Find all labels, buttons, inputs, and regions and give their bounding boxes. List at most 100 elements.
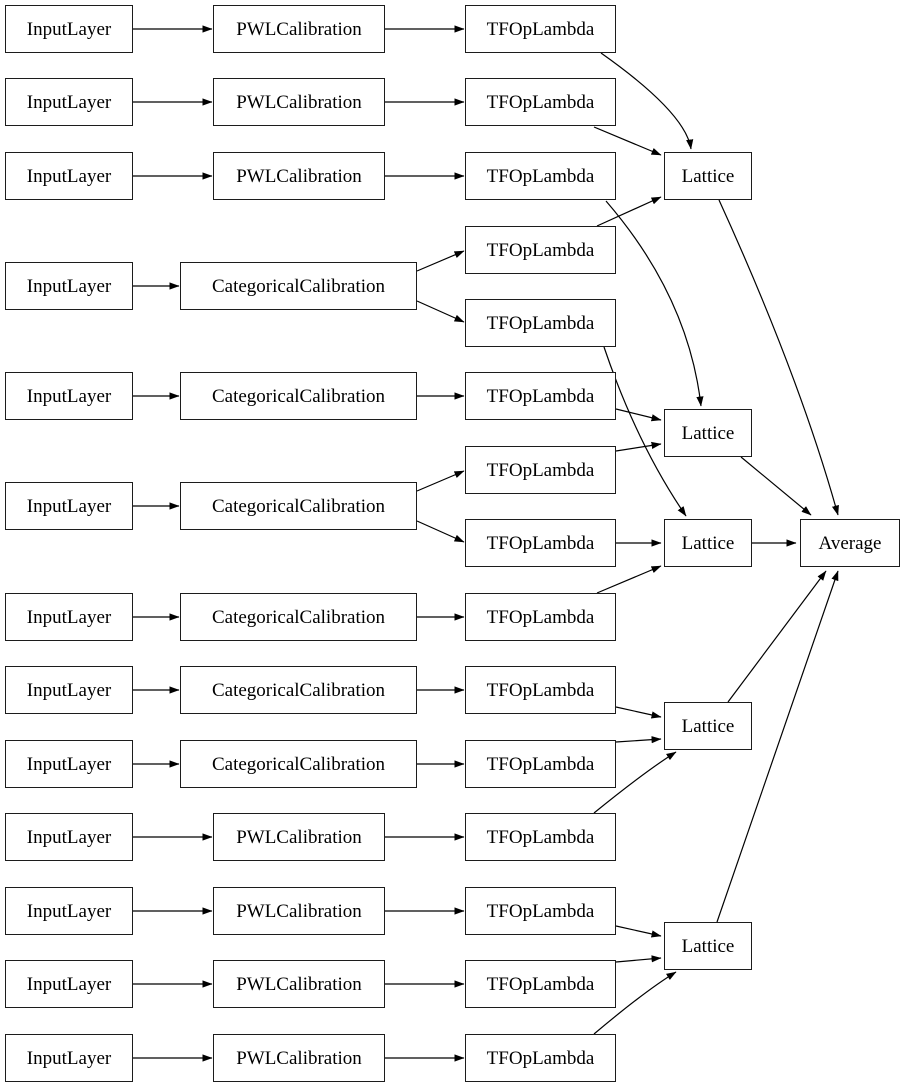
node-tfop-12: TFOpLambda <box>465 960 616 1008</box>
edge-calib-6-to-tfop-6b <box>416 520 465 543</box>
node-calib-1: PWLCalibration <box>213 5 385 53</box>
node-tfop-2: TFOpLambda <box>465 78 616 126</box>
node-lattice-1: Lattice <box>664 152 752 200</box>
node-label: TFOpLambda <box>486 606 595 628</box>
node-calib-12: PWLCalibration <box>213 960 385 1008</box>
node-input-8: InputLayer <box>5 666 133 714</box>
node-input-9: InputLayer <box>5 740 133 788</box>
node-label: TFOpLambda <box>486 385 595 407</box>
node-label: InputLayer <box>26 275 112 297</box>
edge-calib-4-to-tfop-4b <box>416 300 465 323</box>
node-tfop-11: TFOpLambda <box>465 887 616 935</box>
edge-tfop-2-to-lattice-1 <box>593 126 662 156</box>
edge-tfop-11-to-lattice-5 <box>615 925 662 938</box>
node-calib-9: CategoricalCalibration <box>180 740 417 788</box>
node-lattice-5: Lattice <box>664 922 752 970</box>
edge-lattice-4-to-average <box>727 570 827 703</box>
node-label: InputLayer <box>26 165 112 187</box>
node-label: InputLayer <box>26 91 112 113</box>
node-tfop-8: TFOpLambda <box>465 666 616 714</box>
node-label: Lattice <box>681 532 735 554</box>
edge-tfop-6a-to-lattice-2 <box>615 441 662 452</box>
node-calib-13: PWLCalibration <box>213 1034 385 1082</box>
edge-lattice-5-to-average <box>716 570 839 923</box>
node-label: TFOpLambda <box>486 459 595 481</box>
edge-tfop-3-to-lattice-2 <box>605 200 704 407</box>
node-label: InputLayer <box>26 1047 112 1069</box>
node-label: TFOpLambda <box>486 239 595 261</box>
node-label: TFOpLambda <box>486 679 595 701</box>
node-input-10: InputLayer <box>5 813 133 861</box>
node-tfop-5: TFOpLambda <box>465 372 616 420</box>
node-tfop-4b: TFOpLambda <box>465 299 616 347</box>
edge-calib-4-to-tfop-4a <box>416 250 465 272</box>
node-label: InputLayer <box>26 18 112 40</box>
node-label: PWLCalibration <box>236 900 362 922</box>
node-label: TFOpLambda <box>486 18 595 40</box>
node-label: CategoricalCalibration <box>211 753 386 775</box>
node-input-5: InputLayer <box>5 372 133 420</box>
node-lattice-3: Lattice <box>664 519 752 567</box>
node-tfop-3: TFOpLambda <box>465 152 616 200</box>
node-label: TFOpLambda <box>486 753 595 775</box>
node-calib-10: PWLCalibration <box>213 813 385 861</box>
edge-tfop-9-to-lattice-4 <box>615 736 662 744</box>
node-label: CategoricalCalibration <box>211 606 386 628</box>
node-tfop-13: TFOpLambda <box>465 1034 616 1082</box>
node-label: PWLCalibration <box>236 1047 362 1069</box>
node-label: CategoricalCalibration <box>211 385 386 407</box>
edge-calib-6-to-tfop-6a <box>416 470 465 492</box>
node-input-1: InputLayer <box>5 5 133 53</box>
node-calib-7: CategoricalCalibration <box>180 593 417 641</box>
node-label: TFOpLambda <box>486 165 595 187</box>
node-label: PWLCalibration <box>236 91 362 113</box>
node-label: InputLayer <box>26 900 112 922</box>
node-label: TFOpLambda <box>486 900 595 922</box>
node-label: Lattice <box>681 935 735 957</box>
node-calib-3: PWLCalibration <box>213 152 385 200</box>
node-calib-2: PWLCalibration <box>213 78 385 126</box>
node-calib-8: CategoricalCalibration <box>180 666 417 714</box>
node-label: TFOpLambda <box>486 826 595 848</box>
edge-tfop-13-to-lattice-5 <box>593 971 677 1035</box>
node-calib-6: CategoricalCalibration <box>180 482 417 530</box>
node-label: PWLCalibration <box>236 165 362 187</box>
edge-tfop-1-to-lattice-1 <box>600 52 694 150</box>
node-input-4: InputLayer <box>5 262 133 310</box>
node-input-7: InputLayer <box>5 593 133 641</box>
node-tfop-1: TFOpLambda <box>465 5 616 53</box>
node-calib-11: PWLCalibration <box>213 887 385 935</box>
node-tfop-9: TFOpLambda <box>465 740 616 788</box>
node-label: InputLayer <box>26 679 112 701</box>
node-label: TFOpLambda <box>486 532 595 554</box>
edge-tfop-4b-to-lattice-3 <box>603 346 687 517</box>
node-label: Lattice <box>681 165 735 187</box>
node-calib-5: CategoricalCalibration <box>180 372 417 420</box>
edge-lattice-2-to-average <box>740 456 812 516</box>
node-tfop-10: TFOpLambda <box>465 813 616 861</box>
node-input-13: InputLayer <box>5 1034 133 1082</box>
node-label: PWLCalibration <box>236 18 362 40</box>
edge-tfop-4a-to-lattice-1 <box>596 196 662 227</box>
node-tfop-6a: TFOpLambda <box>465 446 616 494</box>
node-calib-4: CategoricalCalibration <box>180 262 417 310</box>
edge-lattice-1-to-average <box>718 199 839 516</box>
node-label: InputLayer <box>26 385 112 407</box>
node-label: CategoricalCalibration <box>211 495 386 517</box>
node-label: InputLayer <box>26 826 112 848</box>
node-label: InputLayer <box>26 495 112 517</box>
edge-tfop-12-to-lattice-5 <box>615 955 662 963</box>
node-label: TFOpLambda <box>486 91 595 113</box>
node-label: PWLCalibration <box>236 973 362 995</box>
node-input-2: InputLayer <box>5 78 133 126</box>
node-average: Average <box>800 519 900 567</box>
node-label: Average <box>818 532 882 554</box>
node-tfop-6b: TFOpLambda <box>465 519 616 567</box>
node-input-3: InputLayer <box>5 152 133 200</box>
node-label: InputLayer <box>26 606 112 628</box>
node-label: TFOpLambda <box>486 1047 595 1069</box>
node-lattice-4: Lattice <box>664 702 752 750</box>
node-label: Lattice <box>681 715 735 737</box>
node-input-6: InputLayer <box>5 482 133 530</box>
